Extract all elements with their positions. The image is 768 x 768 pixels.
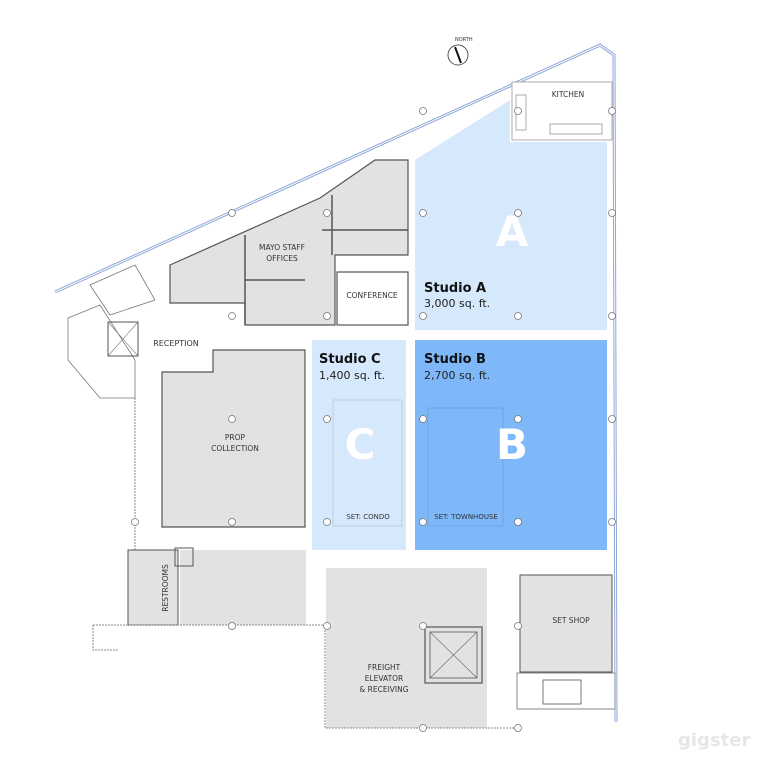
reception-label: RECEPTION	[153, 339, 199, 348]
studio-b-size: 2,700 sq. ft.	[424, 369, 490, 382]
conference-room	[336, 271, 409, 326]
restrooms-label: RESTROOMS	[161, 564, 170, 612]
studio-c-name: Studio C	[319, 352, 381, 367]
set-shop-label: SET SHOP	[552, 616, 590, 625]
studio-c-letter: C	[345, 420, 376, 469]
restrooms-area	[127, 549, 179, 626]
prop-label-2: COLLECTION	[211, 444, 259, 453]
studio-a-area[interactable]	[415, 100, 607, 330]
set-condo-label: SET: CONDO	[346, 513, 390, 521]
elevator-small	[107, 321, 139, 357]
kitchen-area	[511, 81, 613, 141]
prop-collection-area	[161, 349, 306, 528]
freight-label-3: & RECEIVING	[359, 685, 408, 694]
prop-label-1: PROP	[225, 433, 246, 442]
freight-label-2: ELEVATOR	[365, 674, 404, 683]
studio-b-area[interactable]	[415, 340, 607, 550]
set-shop-area	[519, 574, 613, 673]
studio-b-name: Studio B	[424, 352, 486, 367]
set-condo	[332, 399, 403, 527]
columns	[131, 107, 616, 732]
mayo-offices-label-1: MAYO STAFF	[259, 243, 305, 252]
freight-label-1: FREIGHT	[368, 663, 401, 672]
studio-b-letter: B	[496, 420, 528, 469]
north-compass: NORTH	[447, 37, 473, 66]
studio-a-letter: A	[496, 207, 529, 256]
studio-a-size: 3,000 sq. ft.	[424, 297, 490, 310]
studio-c-size: 1,400 sq. ft.	[319, 369, 385, 382]
watermark-logo: gigster	[678, 730, 750, 751]
studio-c-area[interactable]	[312, 340, 406, 550]
conference-label: CONFERENCE	[346, 291, 398, 300]
freight-elevator	[424, 626, 483, 684]
studio-a-name: Studio A	[424, 281, 486, 296]
freight-area	[326, 568, 487, 728]
stairs	[89, 264, 156, 316]
mayo-offices-area	[169, 159, 409, 326]
set-townhouse-label: SET: TOWNHOUSE	[434, 513, 498, 521]
set-townhouse	[427, 407, 504, 527]
stairs-east	[542, 679, 582, 705]
mayo-offices-label-2: OFFICES	[266, 254, 298, 263]
kitchen-label: KITCHEN	[552, 90, 585, 99]
north-label: NORTH	[455, 37, 473, 43]
